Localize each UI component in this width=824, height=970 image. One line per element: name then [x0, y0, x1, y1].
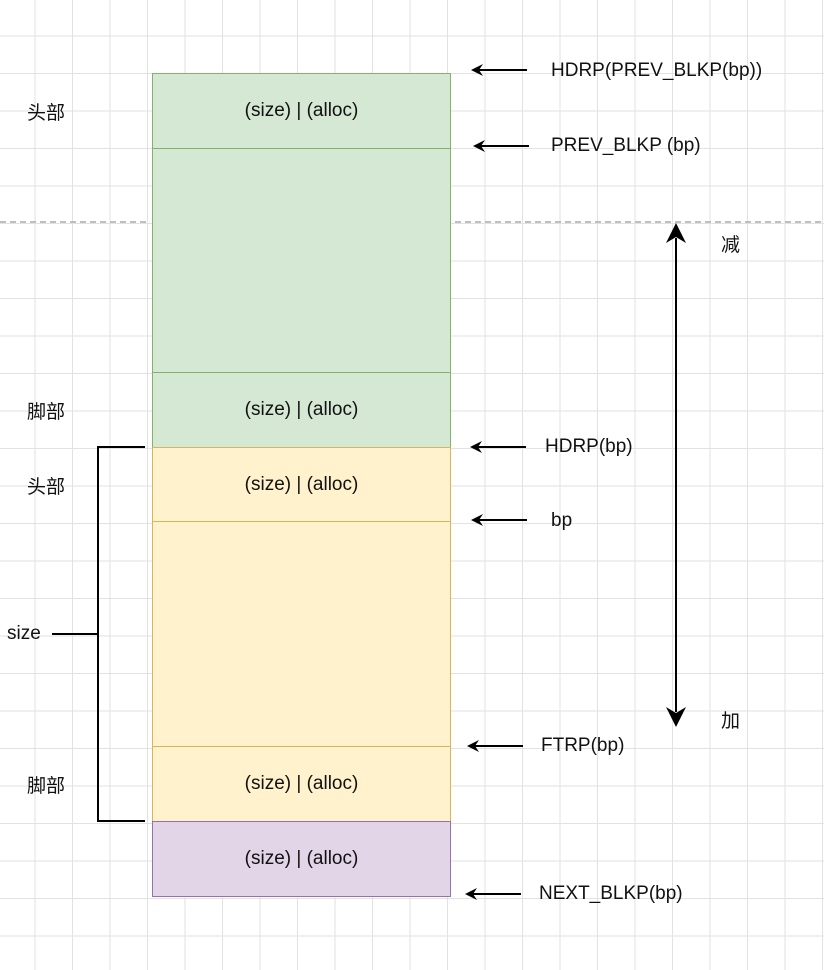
- label-bp: bp: [551, 510, 573, 531]
- size-label: size: [7, 623, 41, 644]
- next-block-header: (size) | (alloc): [152, 821, 451, 897]
- label-prev-blkp: PREV_BLKP (bp): [551, 135, 701, 156]
- label-hdrp: HDRP(bp): [545, 436, 633, 457]
- cur-footer-text: (size) | (alloc): [244, 773, 359, 794]
- cur-header-label: 头部: [27, 477, 66, 498]
- next-header-text: (size) | (alloc): [244, 848, 359, 869]
- prev-block-payload: [152, 148, 451, 374]
- prev-block-footer: (size) | (alloc): [152, 372, 451, 448]
- prev-header-label: 头部: [27, 103, 66, 124]
- label-next-blkp: NEXT_BLKP(bp): [539, 883, 683, 904]
- cur-footer-label: 脚部: [27, 776, 66, 797]
- prev-footer-text: (size) | (alloc): [244, 399, 359, 420]
- address-arrow-down-head: [666, 707, 686, 727]
- label-ftrp: FTRP(bp): [541, 735, 625, 756]
- prev-block-header: (size) | (alloc): [152, 73, 451, 149]
- label-hdrp-prev-blkp: HDRP(PREV_BLKP(bp)): [551, 60, 763, 81]
- cur-header-text: (size) | (alloc): [244, 474, 359, 495]
- size-bracket: [97, 446, 145, 822]
- address-arrow-up-head: [666, 223, 686, 243]
- prev-footer-label: 脚部: [27, 402, 66, 423]
- label-increase: 加: [721, 711, 741, 732]
- prev-header-text: (size) | (alloc): [244, 100, 359, 121]
- label-decrease: 减: [721, 235, 741, 256]
